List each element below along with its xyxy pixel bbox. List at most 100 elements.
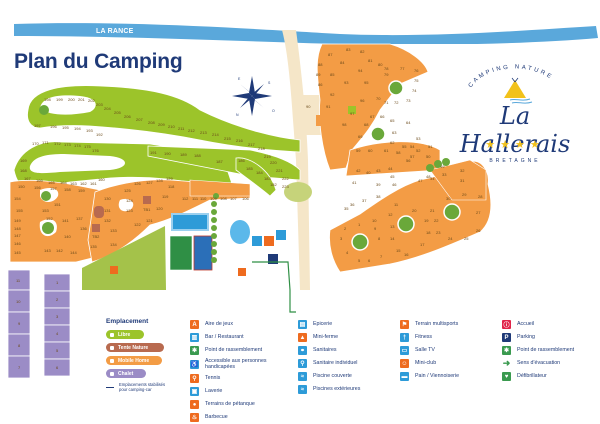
svg-text:142: 142 <box>56 248 63 253</box>
svg-text:176: 176 <box>92 148 99 153</box>
svg-text:14: 14 <box>390 236 395 241</box>
svg-text:44: 44 <box>388 166 393 171</box>
svg-text:33: 33 <box>442 172 447 177</box>
legend-chalet: Chalet <box>106 369 146 378</box>
svg-text:129: 129 <box>166 176 173 181</box>
svg-text:215: 215 <box>224 136 231 141</box>
svg-text:31: 31 <box>460 178 465 183</box>
svg-text:26: 26 <box>476 228 481 233</box>
tent-icon <box>110 345 114 350</box>
svg-text:51: 51 <box>428 144 433 149</box>
svg-text:58: 58 <box>396 150 401 155</box>
svg-text:135: 135 <box>90 244 97 249</box>
legend-mobile-home: Mobile Home <box>106 356 162 365</box>
svg-text:196: 196 <box>50 124 57 129</box>
svg-text:110: 110 <box>200 196 207 201</box>
svg-text:54: 54 <box>410 144 415 149</box>
svg-text:56: 56 <box>406 158 411 163</box>
svg-text:136: 136 <box>80 226 87 231</box>
svg-text:60: 60 <box>368 148 373 153</box>
svg-text:152: 152 <box>46 216 53 221</box>
svg-text:161: 161 <box>90 181 97 186</box>
svg-text:189: 189 <box>180 152 187 157</box>
svg-text:67: 67 <box>370 114 375 119</box>
svg-text:143: 143 <box>44 248 51 253</box>
svg-text:166: 166 <box>36 178 43 183</box>
legend-item: ⚲Sanitaire individuel <box>298 357 398 370</box>
svg-text:217: 217 <box>248 142 255 147</box>
legend-item: ▤Epicerie <box>298 320 333 329</box>
svg-text:170: 170 <box>32 141 39 146</box>
svg-text:1: 1 <box>56 280 59 285</box>
svg-text:195: 195 <box>62 125 69 130</box>
svg-text:65: 65 <box>390 118 395 123</box>
svg-text:209: 209 <box>158 122 165 127</box>
svg-text:157: 157 <box>50 186 57 191</box>
logo-region: BRETAGNE <box>489 158 541 164</box>
legend-libre: Libre <box>106 330 144 339</box>
svg-text:87: 87 <box>328 52 333 57</box>
svg-text:118: 118 <box>168 184 175 189</box>
svg-text:210: 210 <box>168 124 175 129</box>
svg-text:18: 18 <box>426 230 431 235</box>
svg-text:140: 140 <box>64 234 71 239</box>
logo-tent-icon: CAMPING NATURE <box>468 64 551 104</box>
svg-text:95: 95 <box>364 80 369 85</box>
svg-text:194: 194 <box>74 126 81 131</box>
svg-text:1: 1 <box>358 222 361 227</box>
svg-text:185: 185 <box>246 166 253 171</box>
svg-text:15: 15 <box>396 248 401 253</box>
svg-text:93: 93 <box>344 80 349 85</box>
svg-text:68: 68 <box>364 122 369 127</box>
svg-text:5: 5 <box>56 348 59 353</box>
svg-text:197: 197 <box>34 123 41 128</box>
svg-text:50: 50 <box>426 154 431 159</box>
svg-text:17: 17 <box>420 242 425 247</box>
legend-item: ≈Piscine couverte <box>298 370 398 383</box>
logo-name: La Hallerais <box>459 102 571 158</box>
svg-text:29: 29 <box>462 192 467 197</box>
svg-text:91: 91 <box>326 104 331 109</box>
svg-text:216: 216 <box>236 138 243 143</box>
svg-text:153: 153 <box>42 208 49 213</box>
svg-text:169: 169 <box>20 158 27 163</box>
svg-text:203: 203 <box>96 102 103 107</box>
svg-text:184: 184 <box>256 170 263 175</box>
svg-text:52: 52 <box>416 148 421 153</box>
legend-item: †Fitness <box>400 331 500 344</box>
svg-text:63: 63 <box>392 130 397 135</box>
svg-text:98: 98 <box>342 122 347 127</box>
svg-text:220: 220 <box>270 160 277 165</box>
barbecue-icon: ♨ <box>190 413 199 422</box>
svg-text:206: 206 <box>124 114 131 119</box>
svg-text:39: 39 <box>376 182 381 187</box>
svg-text:76: 76 <box>414 68 419 73</box>
legend-item: ➜Sens d'évacuation <box>502 358 561 368</box>
svg-text:128: 128 <box>156 178 163 183</box>
svg-text:186: 186 <box>238 158 245 163</box>
svg-text:82: 82 <box>360 49 365 54</box>
legend-item: ♨Barbecue <box>190 413 228 422</box>
svg-text:193: 193 <box>86 128 93 133</box>
svg-text:5: 5 <box>358 258 361 263</box>
svg-text:133: 133 <box>110 228 117 233</box>
svg-text:62: 62 <box>390 140 395 145</box>
defibrillator-icon: ♥ <box>502 372 511 381</box>
svg-text:4: 4 <box>56 331 59 336</box>
tente-nature-markers <box>92 196 151 232</box>
svg-text:47: 47 <box>418 178 423 183</box>
svg-text:131: 131 <box>104 208 111 213</box>
svg-text:24: 24 <box>448 236 453 241</box>
svg-text:207: 207 <box>136 117 143 122</box>
svg-text:212: 212 <box>188 128 195 133</box>
bar-restaurant-icon: ▥ <box>190 333 199 342</box>
svg-text:121: 121 <box>146 218 153 223</box>
compass-rose: E S O N <box>232 76 275 117</box>
svg-text:6: 6 <box>368 258 371 263</box>
svg-text:20: 20 <box>412 208 417 213</box>
tent-icon <box>110 332 114 337</box>
svg-text:43: 43 <box>376 168 381 173</box>
